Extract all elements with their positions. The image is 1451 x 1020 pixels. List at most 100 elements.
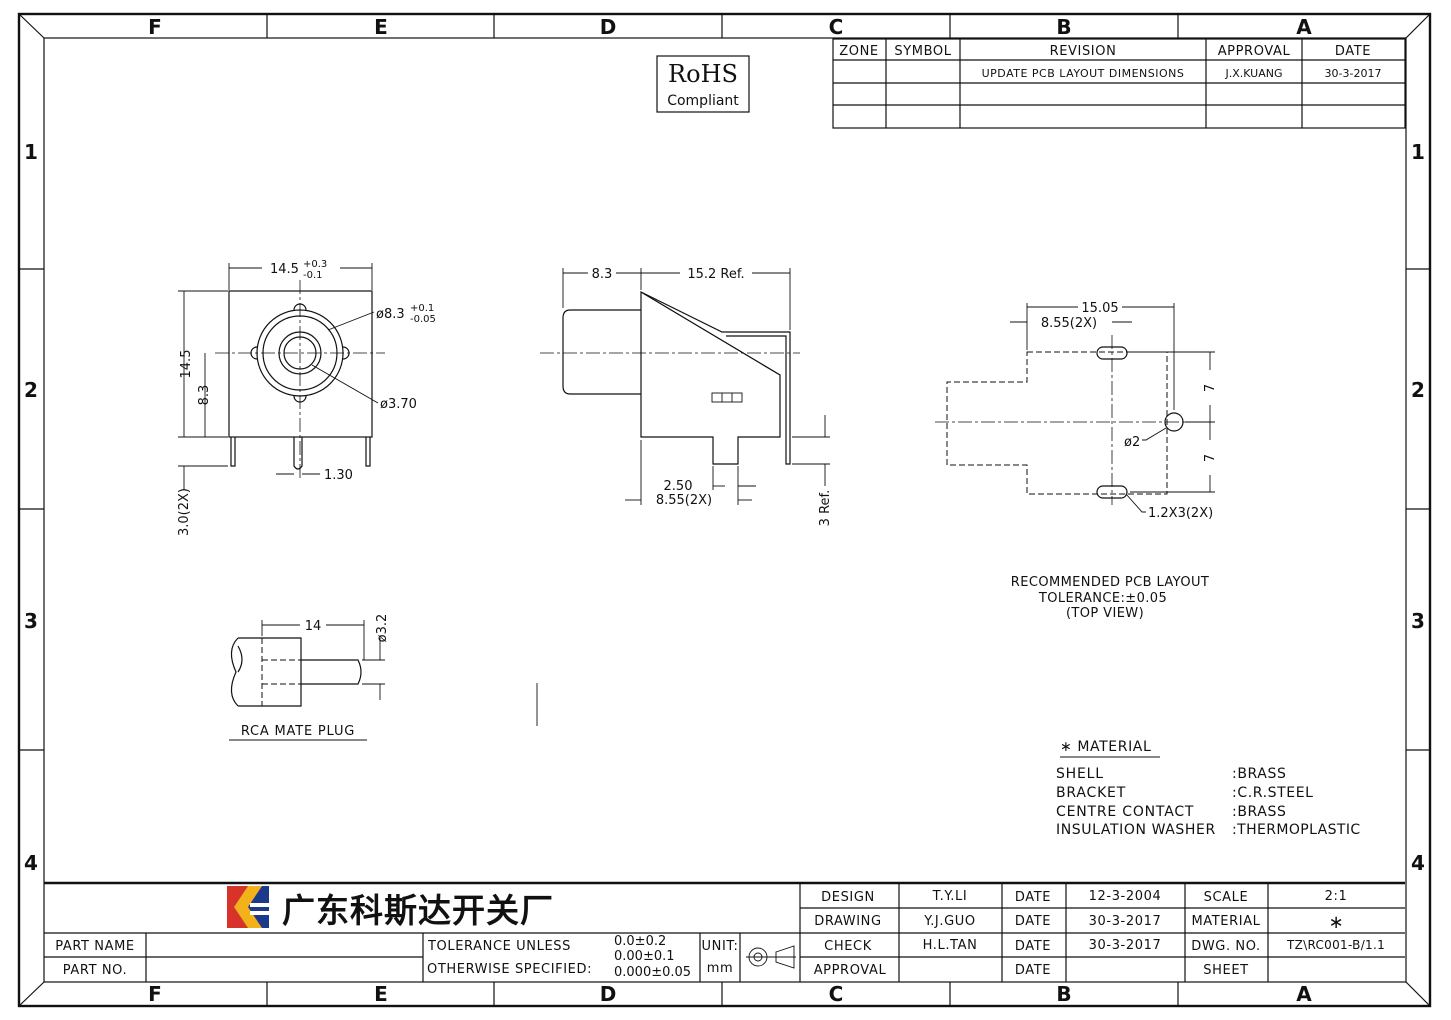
material-title: ∗ MATERIAL [1060, 739, 1151, 755]
pcb-width-dim: 15.05 [1081, 301, 1118, 316]
pcb-slot-dim: 1.2X3(2X) [1148, 506, 1213, 521]
drawing-date: 30-3-2017 [1089, 914, 1162, 929]
row-label-left: 1 [24, 140, 38, 164]
rev-cell-date: 30-3-2017 [1325, 67, 1382, 80]
material-value: :BRASS [1232, 766, 1286, 782]
drawing-name: Y.J.GUO [923, 914, 975, 929]
material-value-cell: ∗ [1328, 912, 1343, 933]
col-label-top: B [1056, 15, 1071, 39]
rca-mate-plug: 14 ø3.2 RCA MATE PLUG [229, 614, 538, 741]
dwg-no-label: DWG. NO. [1191, 939, 1261, 954]
rev-header-symbol: SYMBOL [894, 44, 951, 59]
row-label-right: 4 [1411, 851, 1425, 875]
row-label-left: 2 [24, 378, 38, 402]
pcb-vspace-bottom: 7 [1203, 454, 1218, 462]
col-label-top: F [148, 15, 162, 39]
side-front-dim: 8.3 [592, 267, 613, 282]
row-label-right: 2 [1411, 378, 1425, 402]
rohs-subtitle: Compliant [667, 93, 739, 109]
tolerance-value-2: 0.00±0.1 [614, 949, 675, 964]
scale-value: 2:1 [1325, 889, 1348, 904]
row-label-left: 3 [24, 609, 38, 633]
material-part: INSULATION WASHER [1056, 822, 1216, 838]
material-part: SHELL [1056, 766, 1104, 782]
side-body-dim: 15.2 Ref. [687, 267, 744, 282]
col-label-top: D [600, 15, 617, 39]
sheet-label: SHEET [1203, 963, 1248, 978]
tolerance-value-1: 0.0±0.2 [614, 934, 666, 949]
row-label-right: 3 [1411, 609, 1425, 633]
material-value: :THERMOPLASTIC [1232, 822, 1361, 838]
pcb-caption-view: (TOP VIEW) [1066, 606, 1144, 621]
front-height-dim: 14.5 [179, 350, 194, 379]
front-outer-dia: ø8.3 [376, 307, 405, 322]
check-name: H.L.TAN [923, 938, 978, 953]
drawing-frame [17, 12, 1432, 1008]
front-inner-dia: ø3.70 [380, 397, 417, 412]
projection-symbol-icon [746, 945, 796, 969]
pcb-caption-title: RECOMMENDED PCB LAYOUT [1011, 575, 1209, 590]
dwg-no-value: TZ\RC001-B/1.1 [1286, 938, 1385, 952]
pcb-caption-tolerance: TOLERANCE:±0.05 [1038, 591, 1167, 606]
rev-header-date: DATE [1335, 44, 1371, 59]
check-label: CHECK [824, 939, 872, 954]
company-logo-icon [227, 886, 269, 928]
material-part: CENTRE CONTACT [1056, 804, 1194, 820]
rev-header-zone: ZONE [839, 44, 878, 59]
col-label-top: A [1296, 15, 1312, 39]
company-name: 广东科斯达开关厂 [282, 891, 554, 930]
side-pitch-dim: 8.55(2X) [656, 493, 712, 508]
revision-table: ZONE SYMBOL REVISION APPROVAL DATE UPDAT… [832, 38, 1406, 129]
drawing-date-label: DATE [1015, 914, 1051, 929]
plug-dia-dim: ø3.2 [375, 614, 390, 643]
pcb-hole-dim: ø2 [1124, 435, 1140, 450]
approval-label: APPROVAL [814, 963, 887, 978]
front-view: 14.5 +0.3 -0.1 14.5 8.3 3.0(2X) ø8.3 +0.… [177, 259, 436, 536]
material-label: MATERIAL [1191, 914, 1260, 929]
approval-date-label: DATE [1015, 963, 1051, 978]
rev-cell-revision: UPDATE PCB LAYOUT DIMENSIONS [982, 67, 1185, 80]
material-list: ∗ MATERIAL SHELL :BRASS BRACKET :C.R.STE… [1056, 739, 1361, 838]
row-label-right: 1 [1411, 140, 1425, 164]
side-lead-dim: 3 Ref. [818, 490, 833, 527]
col-label-top: E [374, 15, 388, 39]
design-name: T.Y.LI [932, 889, 968, 904]
front-lead-dim: 3.0(2X) [177, 488, 192, 536]
part-name-label: PART NAME [55, 939, 135, 954]
front-pin-dim: 1.30 [324, 468, 353, 483]
row-label-left: 4 [24, 851, 38, 875]
tolerance-value-3: 0.000±0.05 [614, 965, 691, 980]
front-width-tol-plus: +0.3 [303, 259, 327, 270]
front-center-dim: 8.3 [197, 385, 212, 406]
unit-value: mm [707, 961, 734, 976]
side-view: 8.3 15.2 Ref. 2.50 8.55(2X) 3 Ref. [540, 267, 833, 526]
tolerance-label-line1: TOLERANCE UNLESS [427, 939, 571, 954]
part-no-label: PART NO. [63, 963, 127, 978]
title-block: 广东科斯达开关厂 PART NAME PART NO. TOLERANCE UN… [44, 881, 1405, 982]
tolerance-label-line2: OTHERWISE SPECIFIED: [427, 962, 592, 977]
col-label-bottom: F [148, 982, 162, 1006]
frame-column-labels: F E D C B A F E D C B A [148, 15, 1312, 1006]
pcb-vspace-top: 7 [1203, 384, 1218, 392]
drawing-label: DRAWING [814, 914, 881, 929]
rohs-title: RoHS [668, 60, 738, 88]
rev-header-approval: APPROVAL [1218, 44, 1291, 59]
rev-cell-approval: J.X.KUANG [1224, 67, 1282, 80]
front-width-tol-minus: -0.1 [303, 270, 323, 281]
col-label-top: C [829, 15, 844, 39]
col-label-bottom: B [1056, 982, 1071, 1006]
unit-label: UNIT: [702, 939, 739, 954]
pcb-layout: 15.05 8.55(2X) 7 7 ø2 1.2X3(2X) RECOMMEN… [935, 301, 1218, 621]
front-outer-dia-tol-minus: -0.05 [410, 314, 436, 325]
scale-label: SCALE [1204, 890, 1249, 905]
design-label: DESIGN [821, 890, 875, 905]
rev-header-revision: REVISION [1050, 44, 1117, 59]
plug-length-dim: 14 [305, 619, 322, 634]
pcb-pitch-dim: 8.55(2X) [1041, 316, 1097, 331]
frame-row-labels: 1 2 3 4 1 2 3 4 [24, 140, 1425, 875]
material-part: BRACKET [1056, 785, 1126, 801]
front-outer-dia-tol-plus: +0.1 [410, 303, 434, 314]
check-date-label: DATE [1015, 939, 1051, 954]
front-width-dim: 14.5 [270, 262, 299, 277]
design-date-label: DATE [1015, 890, 1051, 905]
